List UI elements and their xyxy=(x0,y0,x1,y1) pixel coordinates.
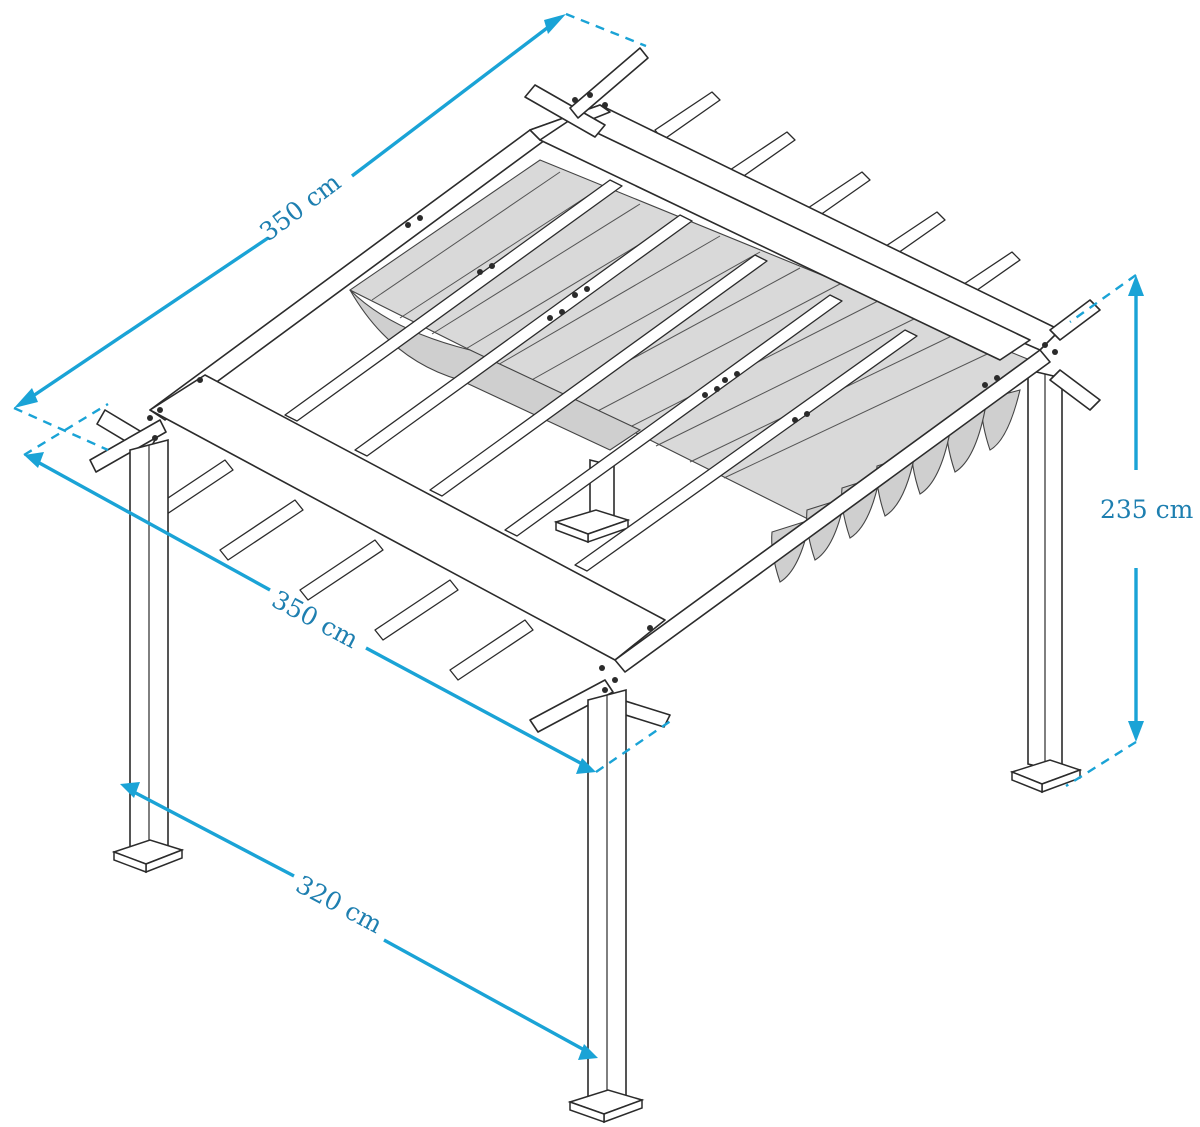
post-front-left xyxy=(111,438,185,874)
post-front-right xyxy=(567,688,645,1124)
dimension-label-post-spacing: 320 cm xyxy=(291,870,387,940)
top-frame xyxy=(149,104,1061,673)
post-back-right xyxy=(1009,368,1083,794)
dimension-height: 235 cm xyxy=(1065,274,1194,788)
bolts xyxy=(147,92,1058,693)
dimension-post-spacing: 320 cm xyxy=(120,782,598,1060)
roof-slats xyxy=(284,179,918,572)
dimension-label-top: 350 cm xyxy=(254,167,346,247)
dimension-label-height: 235 cm xyxy=(1100,495,1194,524)
rafter-tails-front xyxy=(149,459,534,681)
